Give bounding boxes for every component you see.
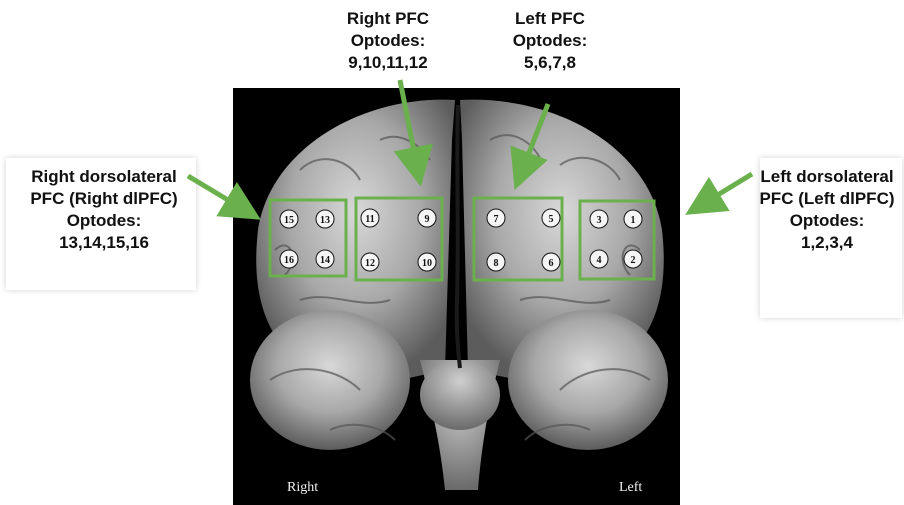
left-pfc-label: Left PFC Optodes: 5,6,7,8 (480, 8, 620, 74)
label-line: 9,10,11,12 (318, 52, 458, 74)
optode-label: 3 (597, 215, 602, 226)
arrow-left-dlpfc (698, 174, 752, 207)
label-line: 13,14,15,16 (14, 232, 194, 254)
optode-label: 13 (320, 215, 330, 226)
label-line: Left dorsolateral (752, 166, 902, 188)
label-line: Right PFC (318, 8, 458, 30)
optode-label: 5 (549, 214, 554, 225)
label-line: Optodes: (480, 30, 620, 52)
pons (420, 360, 500, 430)
left-dlpfc-label: Left dorsolateral PFC (Left dlPFC) Optod… (752, 166, 902, 254)
optode-label: 2 (631, 255, 636, 266)
caption-right: Right (287, 480, 318, 496)
optode-label: 11 (365, 214, 374, 225)
optode-label: 10 (422, 258, 432, 269)
label-line: PFC (Right dlPFC) (14, 188, 194, 210)
right-pfc-label: Right PFC Optodes: 9,10,11,12 (318, 8, 458, 74)
optode-label: 15 (284, 215, 294, 226)
optode-label: 9 (425, 214, 430, 225)
optode-label: 7 (494, 214, 499, 225)
caption-left: Left (619, 480, 642, 496)
label-line: PFC (Left dlPFC) (752, 188, 902, 210)
optode-label: 16 (284, 255, 294, 266)
optode-label: 8 (494, 258, 499, 269)
brain-illustration (250, 100, 668, 490)
label-line: Optodes: (14, 210, 194, 232)
label-line: Optodes: (318, 30, 458, 52)
optode-label: 14 (320, 255, 330, 266)
optode-label: 1 (631, 215, 636, 226)
optode-label: 6 (549, 258, 554, 269)
label-line: 5,6,7,8 (480, 52, 620, 74)
label-line: Right dorsolateral (14, 166, 194, 188)
right-dlpfc-label: Right dorsolateral PFC (Right dlPFC) Opt… (14, 166, 194, 254)
label-line: 1,2,3,4 (752, 232, 902, 254)
label-line: Left PFC (480, 8, 620, 30)
optode-label: 4 (597, 255, 602, 266)
label-line: Optodes: (752, 210, 902, 232)
optode-label: 12 (365, 258, 375, 269)
